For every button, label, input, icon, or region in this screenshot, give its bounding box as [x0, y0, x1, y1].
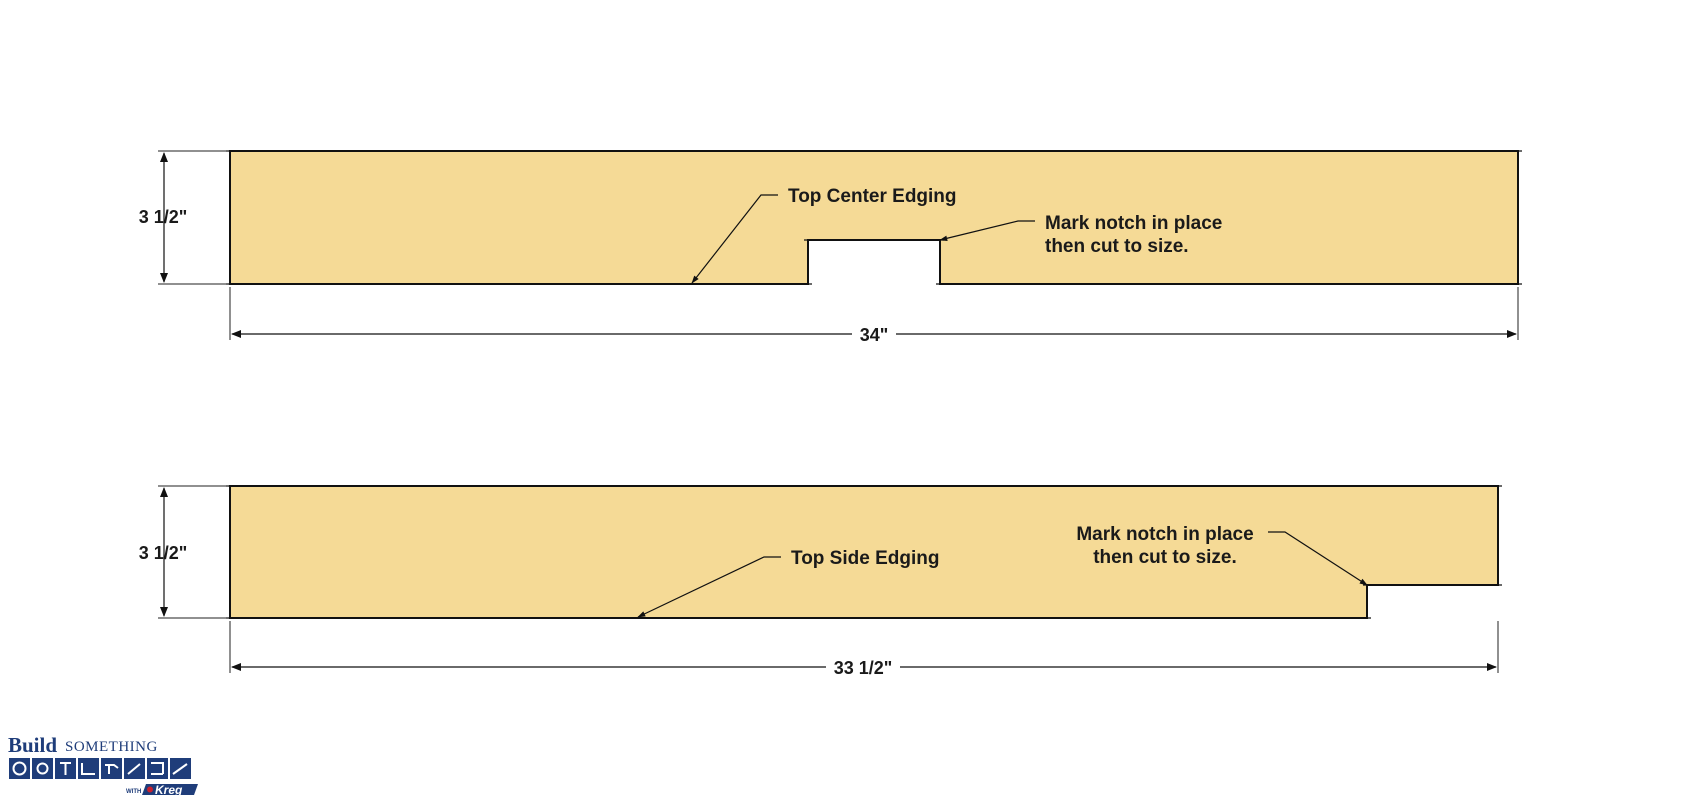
- logo-word-build: Build: [8, 733, 57, 757]
- length-label: 34": [860, 325, 889, 345]
- length-dimension: 34": [229, 287, 1519, 345]
- notch-note-callout: Mark notch in place then cut to size.: [1076, 524, 1368, 586]
- buildsomething-logo: Build SOMETHING WITH Kreg: [8, 733, 198, 797]
- notch-note-line-1: Mark notch in place: [1076, 524, 1253, 545]
- gear-icon: [36, 762, 49, 775]
- piece-top-side-edging: 3 1/2" 33 1/2" Top Side Edging Mark notc…: [139, 485, 1502, 678]
- square-tool-icon: [81, 763, 95, 775]
- notch-note-line-1: Mark notch in place: [1045, 213, 1222, 234]
- hammer-icon: [60, 762, 71, 775]
- logo-kreg-badge: Kreg: [142, 783, 198, 797]
- logo-kreg-label: Kreg: [155, 783, 183, 797]
- width-dimension: 3 1/2": [139, 485, 228, 619]
- part-name-label: Top Side Edging: [791, 548, 939, 569]
- part-name-callout: Top Center Edging: [691, 186, 957, 284]
- length-label: 33 1/2": [834, 658, 893, 678]
- width-label: 3 1/2": [139, 543, 188, 563]
- saw-icon: [172, 763, 188, 775]
- paint-brush-icon: [127, 763, 141, 775]
- notch-note-line-2: then cut to size.: [1093, 547, 1237, 568]
- corner-ticks: [226, 150, 1522, 285]
- length-dimension: 33 1/2": [229, 621, 1499, 678]
- part-name-callout: Top Side Edging: [637, 548, 939, 618]
- width-label: 3 1/2": [139, 207, 188, 227]
- board-top-center-edging: [229, 150, 1519, 285]
- notch-note-callout: Mark notch in place then cut to size.: [939, 213, 1222, 257]
- clamp-icon: [151, 762, 164, 775]
- logo-tool-glyphs: [12, 761, 188, 776]
- width-dimension: 3 1/2": [139, 150, 228, 285]
- drill-icon: [105, 764, 119, 774]
- logo-with-label: WITH: [126, 789, 141, 795]
- notch-note-line-2: then cut to size.: [1045, 236, 1189, 257]
- part-name-label: Top Center Edging: [788, 186, 957, 207]
- piece-top-center-edging: 3 1/2" 34" Top Center Edging Mark notch …: [139, 150, 1522, 345]
- logo-word-something: SOMETHING: [65, 739, 158, 755]
- saw-blade-icon: [12, 761, 27, 776]
